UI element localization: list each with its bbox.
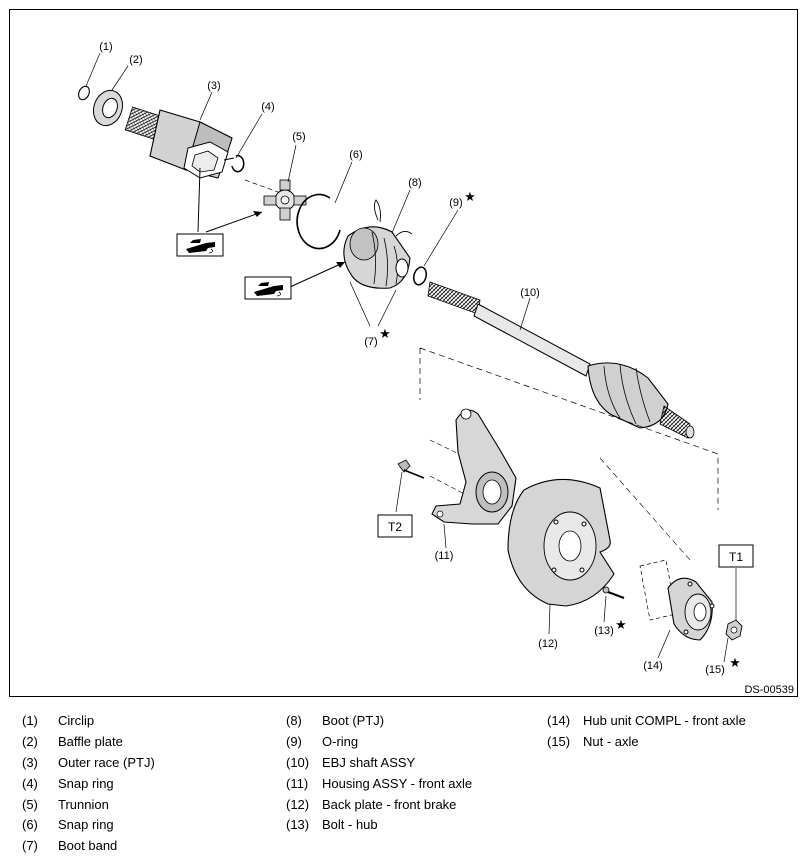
o-ring-part: [413, 266, 427, 286]
snap-ring-part: [223, 154, 245, 173]
legend-item: (1)Circlip: [22, 713, 95, 728]
leader-line: [603, 595, 607, 623]
callout-2: (2): [129, 54, 142, 66]
leader-line: [723, 637, 729, 663]
legend-item: (8)Boot (PTJ): [286, 713, 385, 728]
alignment-line: [419, 347, 719, 510]
parts-legend: (1)Circlip (2)Baffle plate (3)Outer race…: [0, 709, 808, 859]
legend-item: (3)Outer race (PTJ): [22, 755, 155, 770]
callout-10: (10): [520, 287, 540, 299]
leader-line: [377, 289, 397, 327]
legend-item: (12)Back plate - front brake: [286, 797, 457, 812]
axle-nut-part: [725, 619, 743, 641]
circlip-part: [78, 85, 90, 101]
star-icon: ★: [379, 326, 391, 341]
star-icon: ★: [464, 189, 476, 204]
legend-item: (4)Snap ring: [22, 776, 114, 791]
boot-ptj-part: [343, 199, 413, 289]
callout-5: (5): [292, 131, 305, 143]
callout-15: (15): [705, 664, 725, 676]
hub-unit-part: [639, 559, 715, 641]
callout-13: (13): [594, 625, 614, 637]
legend-item: (9)O-ring: [286, 734, 359, 749]
leader-line: [548, 603, 551, 635]
torque-box-t2: [377, 514, 413, 538]
back-plate-part: [507, 478, 615, 607]
callout-4: (4): [261, 101, 274, 113]
ebj-shaft-part: [427, 281, 695, 439]
leader-line: [85, 52, 101, 87]
legend-item: (13)Bolt - hub: [286, 817, 378, 832]
callout-7: (7): [364, 336, 377, 348]
leader-line: [657, 629, 671, 659]
callout-8: (8): [408, 177, 421, 189]
legend-item: (15)Nut - axle: [547, 734, 639, 749]
snap-ring-large-part: [296, 193, 341, 250]
callout-12: (12): [538, 638, 558, 650]
torque-label-t1: T1: [729, 550, 743, 564]
leader-line: [287, 144, 297, 183]
housing-part: [431, 408, 517, 525]
callout-1: (1): [99, 41, 112, 53]
bolt-part: [397, 459, 425, 479]
callout-9: (9): [449, 197, 462, 209]
leader-line: [199, 91, 213, 121]
leader-line: [334, 161, 353, 204]
grease-icon: [176, 233, 224, 257]
legend-item: (6)Snap ring: [22, 817, 114, 832]
leader-line: [391, 189, 411, 234]
diagram-frame: [9, 9, 798, 697]
leader-line: [235, 113, 263, 159]
trunnion-part: [263, 179, 307, 221]
leader-line: [111, 65, 129, 91]
hub-bolt-part: [602, 586, 625, 600]
callout-3: (3): [207, 80, 220, 92]
callout-6: (6): [349, 149, 362, 161]
exploded-axle-diagram: T2 T1 (1) (2) (3) (4) (5) (6) (8) (9) ★ …: [78, 41, 754, 676]
outer-race-part: [124, 106, 233, 179]
legend-item: (10)EBJ shaft ASSY: [286, 755, 416, 770]
legend-item: (5)Trunnion: [22, 797, 109, 812]
grease-icon: [244, 276, 292, 300]
legend-item: (7)Boot band: [22, 838, 118, 853]
callout-11: (11): [435, 550, 454, 562]
legend-item: (2)Baffle plate: [22, 734, 123, 749]
torque-label-t2: T2: [388, 520, 402, 534]
star-icon: ★: [729, 655, 741, 670]
leader-line: [349, 281, 371, 327]
callout-14: (14): [643, 660, 663, 672]
leader-line: [443, 523, 447, 549]
leader-line: [423, 209, 459, 267]
baffle-plate-part: [92, 89, 124, 127]
leader-line: [519, 297, 531, 331]
star-icon: ★: [615, 617, 627, 632]
legend-item: (11)Housing ASSY - front axle: [286, 776, 473, 791]
legend-item: (14)Hub unit COMPL - front axle: [547, 713, 746, 728]
diagram-code: DS-00539: [744, 684, 794, 696]
torque-box-t1: [718, 544, 754, 568]
